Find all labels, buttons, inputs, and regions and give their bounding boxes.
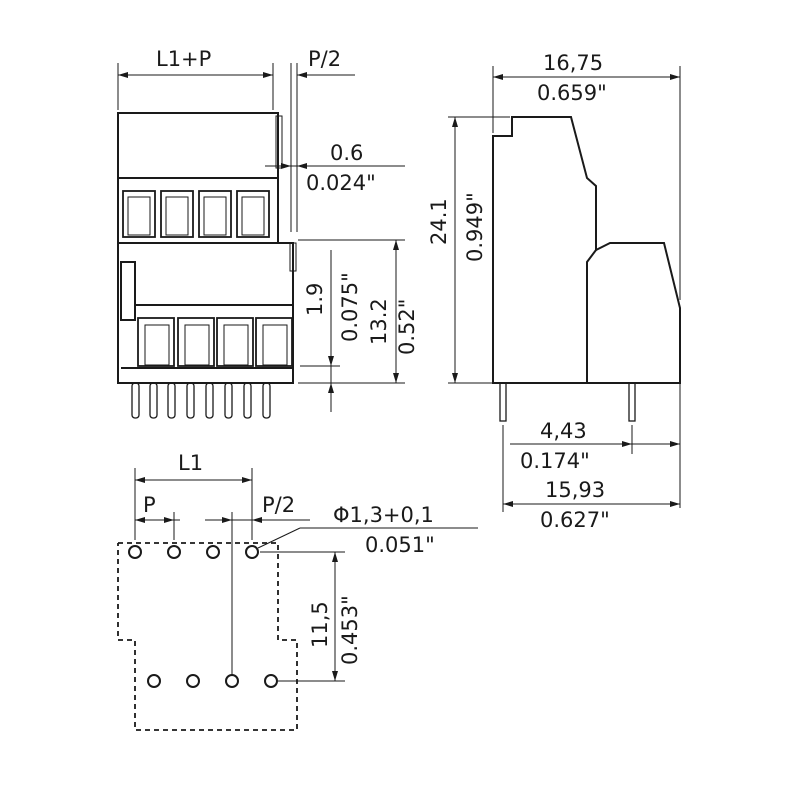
label-step-in: 0.024" <box>306 171 376 195</box>
upper-clamp-openings <box>122 190 270 238</box>
label-pin-mm: 1.9 <box>303 283 327 316</box>
label-p-half-footprint: P/2 <box>262 493 295 517</box>
label-side-height-mm: 24.1 <box>427 198 451 245</box>
dim-pin-span: 15,93 0.627" <box>502 425 680 532</box>
dim-lower-height: 13.2 0.52" <box>298 239 419 384</box>
label-p-half-front: P/2 <box>308 47 341 71</box>
label-pin-span-mm: 15,93 <box>545 478 605 502</box>
dim-l1-plus-p: L1+P <box>117 47 274 110</box>
footprint-outline <box>117 542 298 731</box>
label-l1: L1 <box>178 451 203 475</box>
label-hole-mm: Φ1,3+0,1 <box>333 503 434 527</box>
label-l1-plus-p: L1+P <box>156 47 211 71</box>
label-pin-offset-mm: 4,43 <box>540 419 587 443</box>
footprint-holes-lower <box>147 674 278 688</box>
footprint-holes-upper <box>128 545 259 559</box>
label-lower-height-mm: 13.2 <box>367 298 391 345</box>
label-p: P <box>143 493 156 517</box>
front-view: L1+P P/2 0.6 0.024" 13.2 0.52" <box>117 47 419 419</box>
dim-hole-diameter: Φ1,3+0,1 0.051" <box>257 503 478 557</box>
dim-p-half-front: P/2 <box>290 47 355 232</box>
side-profile <box>492 116 681 384</box>
dim-side-width: 16,75 0.659" <box>492 51 681 300</box>
label-pin-offset-in: 0.174" <box>520 449 590 473</box>
dim-pin-1-9: 1.9 0.075" <box>300 250 362 412</box>
dim-l1: L1 <box>134 451 253 540</box>
label-pin-span-in: 0.627" <box>540 508 610 532</box>
label-row-spacing-mm: 11,5 <box>308 601 332 648</box>
label-lower-height-in: 0.52" <box>395 299 419 355</box>
dim-row-spacing: 11,5 0.453" <box>260 551 362 682</box>
label-side-width-in: 0.659" <box>537 81 607 105</box>
dim-side-height: 24.1 0.949" <box>427 116 510 384</box>
side-view: 16,75 0.659" 24.1 0.949" 4,43 0.174" <box>427 51 681 532</box>
side-pin-front <box>628 382 636 422</box>
pcb-footprint: L1 P P/2 Φ1,3+0,1 0.051" <box>117 451 478 731</box>
side-pin-rear <box>499 382 507 422</box>
front-solder-pins <box>131 382 271 419</box>
label-hole-in: 0.051" <box>365 533 435 557</box>
dim-step-0-6: 0.6 0.024" <box>265 141 405 195</box>
label-row-spacing-in: 0.453" <box>338 595 362 665</box>
label-side-width-mm: 16,75 <box>543 51 603 75</box>
label-side-height-in: 0.949" <box>463 192 487 262</box>
dim-p-half-footprint: P/2 <box>205 493 310 523</box>
label-pin-in: 0.075" <box>338 272 362 342</box>
dim-pin-offset: 4,43 0.174" <box>510 383 681 508</box>
lower-clamp-openings <box>137 317 293 367</box>
label-step-mm: 0.6 <box>330 141 363 165</box>
dim-p: P <box>135 493 180 540</box>
